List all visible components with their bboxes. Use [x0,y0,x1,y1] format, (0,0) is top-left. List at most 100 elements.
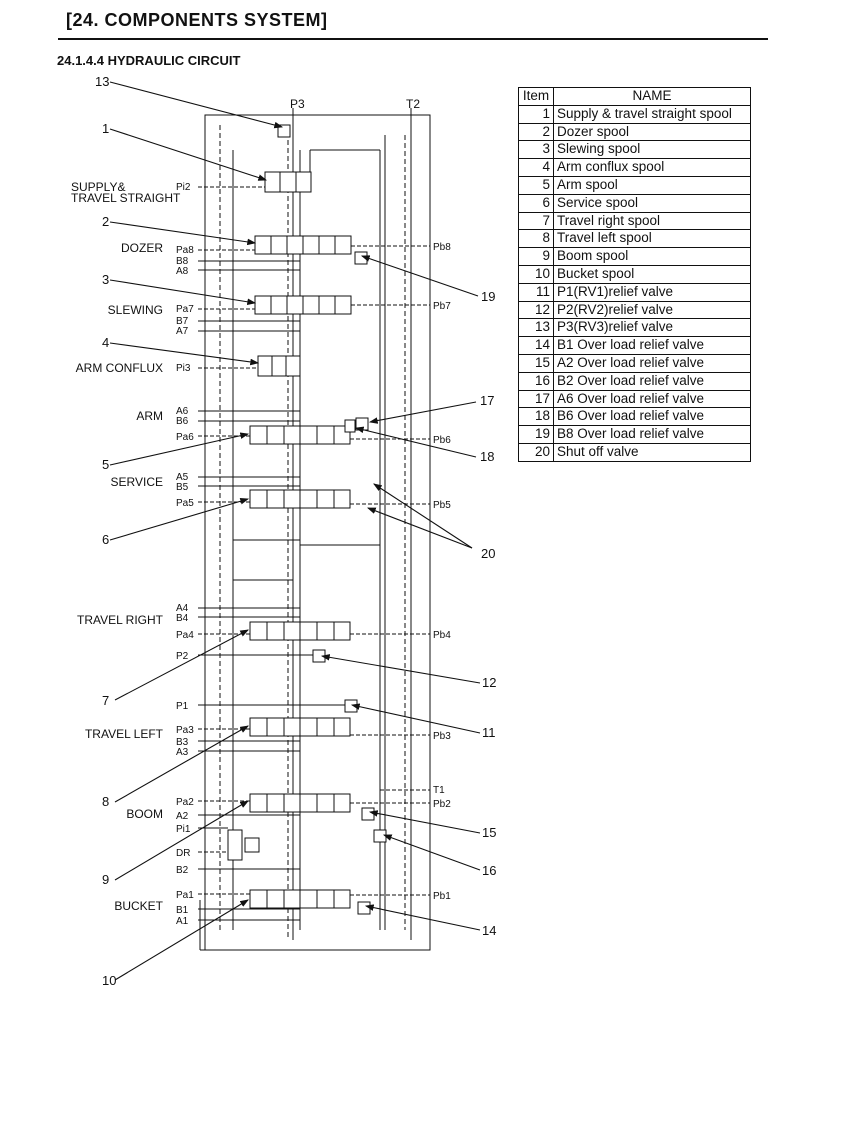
port-label-a2: A2 [176,811,189,822]
port-label-b1: B1 [176,905,189,916]
callout-1: 1 [102,121,109,136]
item-number: 3 [518,140,554,160]
leader-lines [109,81,481,981]
header-title: [24. COMPONENTS SYSTEM] [66,10,328,30]
port-label-a3: A3 [176,747,189,758]
port-label-b8: B8 [176,256,189,267]
item-name: Travel left spool [553,229,751,249]
item-name: Service spool [553,193,751,213]
item-number: 11 [518,282,554,302]
item-number: 7 [518,211,554,231]
item-name: B6 Over load relief valve [553,407,751,427]
port-label-a7: A7 [176,326,189,337]
item-name: A2 Over load relief valve [553,353,751,373]
port-label-p1: P1 [176,701,189,712]
port-label-pa7: Pa7 [176,304,194,315]
callout-20: 20 [481,546,495,561]
item-name: P1(RV1)relief valve [553,282,751,302]
port-label-b6: B6 [176,416,189,427]
item-number: 5 [518,175,554,195]
section-label-slewing: SLEWING [108,303,163,317]
port-label-pi1: Pi1 [176,824,191,835]
item-number: 13 [518,318,554,338]
port-label-dr: DR [176,848,190,859]
item-number: 14 [518,336,554,355]
callout-8: 8 [102,794,109,809]
callout-3: 3 [102,272,109,287]
item-name: Bucket spool [553,264,751,284]
port-label-p2: P2 [176,651,189,662]
port-label-b4: B4 [176,613,189,624]
valve-body-outline [199,114,431,951]
callout-13: 13 [95,74,109,89]
port-label-a1: A1 [176,916,189,927]
section-label-service: SERVICE [111,475,163,489]
item-number: 1 [518,104,554,124]
section-label-bucket: BUCKET [114,899,163,913]
section-label-travel-straight: TRAVEL STRAIGHT [71,191,181,205]
item-number: 12 [518,300,554,320]
item-name: Arm conflux spool [553,158,751,177]
item-name: Supply & travel straight spool [553,104,751,124]
port-label-pb5: Pb5 [433,500,451,511]
port-label-pb7: Pb7 [433,301,451,312]
port-label-pb2: Pb2 [433,799,451,810]
callout-4: 4 [102,335,109,350]
section-label-travel-left: TRAVEL LEFT [85,727,164,741]
callout-17: 17 [480,393,494,408]
section-label-boom: BOOM [126,807,163,821]
item-number: 17 [518,389,554,409]
port-label-t2: T2 [406,97,420,111]
item-number: 18 [518,407,554,427]
section-label-arm: ARM [136,409,163,423]
port-label-pi3: Pi3 [176,363,191,374]
item-name: B8 Over load relief valve [553,425,751,444]
port-label-a4: A4 [176,603,189,614]
port-label-pa2: Pa2 [176,797,194,808]
port-label-pa1: Pa1 [176,890,194,901]
port-label-pa8: Pa8 [176,245,194,256]
callout-12: 12 [482,675,496,690]
callout-7: 7 [102,693,109,708]
port-label-pa6: Pa6 [176,432,194,443]
port-label-pi2: Pi2 [176,182,191,193]
item-number: 9 [518,247,554,266]
port-label-b5: B5 [176,482,189,493]
callout-16: 16 [482,863,496,878]
port-label-p3: P3 [290,97,305,111]
item-name: Shut off valve [553,442,751,462]
port-label-t1: T1 [433,785,445,796]
item-name: A6 Over load relief valve [553,389,751,409]
page-header: [24. COMPONENTS SYSTEM] [58,8,768,40]
callout-11: 11 [482,725,496,740]
port-label-b3: B3 [176,737,189,748]
item-number: 10 [518,264,554,284]
port-label-a8: A8 [176,266,189,277]
item-number: 8 [518,229,554,249]
port-label-pa3: Pa3 [176,725,194,736]
callout-18: 18 [480,449,494,464]
item-name: Boom spool [553,247,751,266]
table-header-name: NAME [553,87,751,106]
section-label-supply: SUPPLY& [71,180,125,194]
item-number: 4 [518,158,554,177]
item-number: 15 [518,353,554,373]
